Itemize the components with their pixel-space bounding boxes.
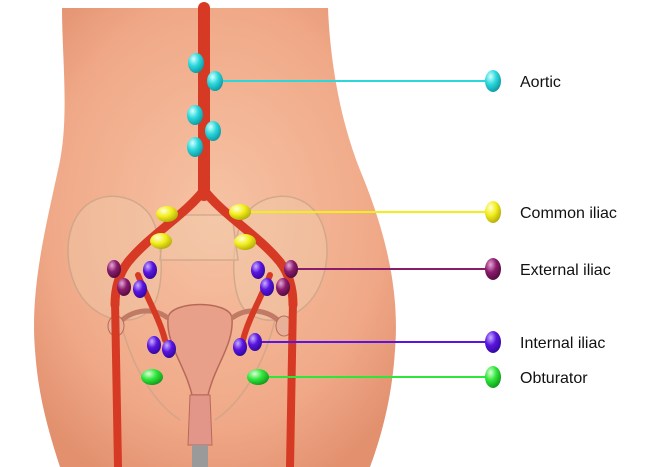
aortic-label: Aortic: [520, 74, 561, 91]
external-iliac-label: External iliac: [520, 262, 611, 279]
internal-iliac-label: Internal iliac: [520, 335, 605, 352]
external-iliac-marker: [485, 258, 501, 280]
obturator-marker: [485, 366, 501, 388]
obturator-label: Obturator: [520, 370, 588, 387]
common-iliac-marker: [485, 201, 501, 223]
legend-markers: [485, 70, 501, 388]
common-iliac-label: Common iliac: [520, 205, 617, 222]
internal-iliac-marker: [485, 331, 501, 353]
aortic-marker: [485, 70, 501, 92]
